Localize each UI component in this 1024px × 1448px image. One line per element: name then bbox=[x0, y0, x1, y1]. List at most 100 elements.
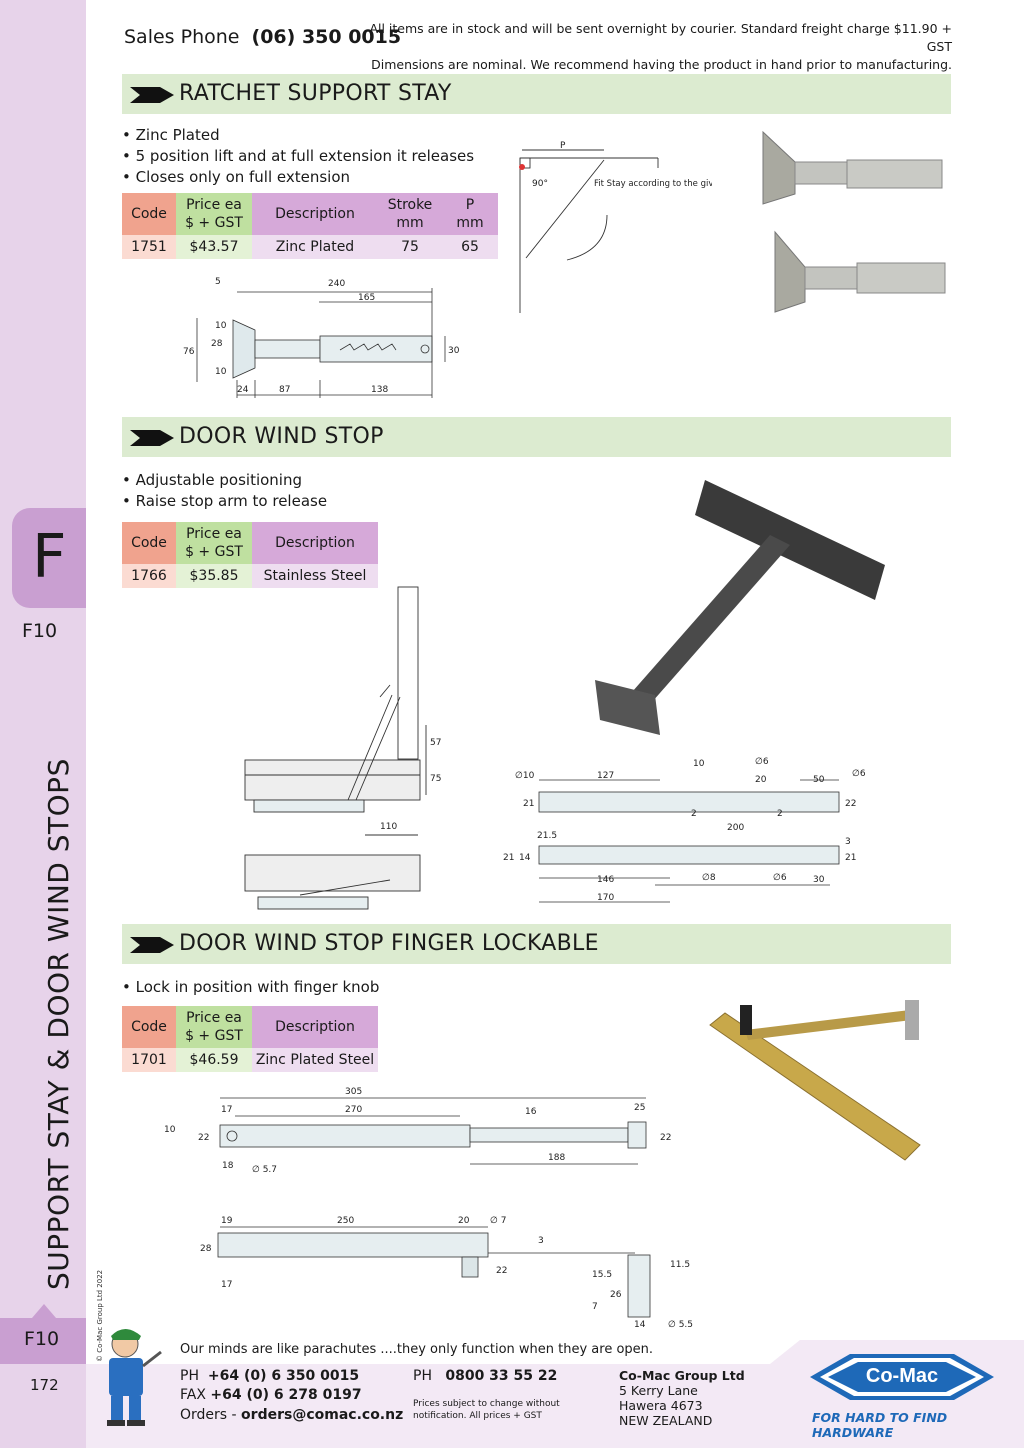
wind-stop-dimension-drawing: ∅10 127 10 ∅6 20 50 ∅6 21 22 2 2 21.5 20… bbox=[503, 757, 866, 903]
dim-label: 270 bbox=[345, 1105, 362, 1115]
header-note-line-1: All items are in stock and will be sent … bbox=[369, 21, 952, 54]
motto: Our minds are like parachutes ....they o… bbox=[180, 1342, 654, 1357]
feature-list: Zinc Plated 5 position lift and at full … bbox=[122, 125, 474, 188]
cell-description: Zinc Plated Steel bbox=[252, 1048, 378, 1072]
pivot-marker bbox=[519, 164, 525, 170]
header-note: All items are in stock and will be sent … bbox=[352, 20, 952, 74]
table-row: 1766 $35.85 Stainless Steel bbox=[122, 564, 378, 588]
dim-label: 11.5 bbox=[670, 1260, 690, 1270]
dim-label: 18 bbox=[222, 1161, 234, 1171]
sales-phone-number[interactable]: (06) 350 0015 bbox=[251, 26, 402, 48]
arrow-icon bbox=[130, 87, 174, 103]
mechanic-mascot-icon bbox=[107, 1329, 162, 1426]
feature-list: Lock in position with finger knob bbox=[122, 977, 380, 998]
dim-label: 3 bbox=[538, 1236, 544, 1246]
feature-item: Closes only on full extension bbox=[122, 167, 474, 188]
dim-label: ∅ 7 bbox=[490, 1216, 506, 1226]
dim-label: 138 bbox=[371, 385, 388, 395]
dim-label: 28 bbox=[211, 339, 223, 349]
dim-label: 28 bbox=[200, 1244, 212, 1254]
dim-label: 22 bbox=[845, 799, 856, 809]
phone-number[interactable]: +64 (0) 6 350 0015 bbox=[207, 1368, 360, 1384]
dim-label: 3 bbox=[845, 837, 851, 847]
dim-label: 22 bbox=[496, 1266, 507, 1276]
price-table: Code Price ea $ + GST Description 1766 $… bbox=[122, 522, 378, 588]
section-letter: F bbox=[32, 522, 67, 592]
freephone-number[interactable]: 0800 33 55 22 bbox=[445, 1368, 558, 1384]
dim-label: 17 bbox=[221, 1105, 232, 1115]
dim-label: 21 bbox=[523, 799, 534, 809]
dim-label: 188 bbox=[548, 1153, 565, 1163]
col-header-stroke: Stroke mm bbox=[378, 193, 442, 235]
orders-email[interactable]: orders@comac.co.nz bbox=[241, 1407, 404, 1423]
col-header-p: P mm bbox=[442, 193, 498, 235]
section-tab[interactable]: F bbox=[12, 508, 86, 608]
finger-lock-side-drawing: 19 250 20 ∅ 7 3 28 22 11.5 15.5 26 7 17 … bbox=[200, 1216, 693, 1330]
fax-number[interactable]: +64 (0) 6 278 0197 bbox=[210, 1387, 362, 1403]
diagram-note: Fit Stay according to the given P dimens… bbox=[594, 179, 712, 189]
price-table: Code Price ea $ + GST Description 1701 $… bbox=[122, 1006, 378, 1072]
cell-price: $35.85 bbox=[176, 564, 252, 588]
col-header-code: Code bbox=[122, 522, 176, 564]
dim-label: 16 bbox=[525, 1107, 537, 1117]
address-line: NEW ZEALAND bbox=[619, 1413, 713, 1428]
cell-code: 1701 bbox=[122, 1048, 176, 1072]
col-header-code: Code bbox=[122, 1006, 176, 1048]
dim-label: 170 bbox=[597, 893, 614, 903]
dim-label: ∅ 5.5 bbox=[668, 1320, 693, 1330]
cell-code: 1766 bbox=[122, 564, 176, 588]
section-title: DOOR WIND STOP bbox=[179, 424, 384, 449]
section-vertical-title: SUPPORT STAY & DOOR WIND STOPS bbox=[42, 758, 75, 1290]
dim-label: 2 bbox=[777, 809, 783, 819]
dim-label: ∅6 bbox=[852, 769, 866, 779]
dim-label: ∅8 bbox=[702, 873, 716, 883]
section-title: DOOR WIND STOP FINGER LOCKABLE bbox=[179, 931, 599, 956]
dim-label: 30 bbox=[813, 875, 825, 885]
dim-label: ∅6 bbox=[773, 873, 787, 883]
sidebar bbox=[0, 0, 86, 1448]
dim-label: ∅ 5.7 bbox=[252, 1165, 277, 1175]
dim-label: 14 bbox=[519, 853, 531, 863]
section-code-bottom: F10 bbox=[24, 1328, 60, 1350]
fax-line: FAX +64 (0) 6 278 0197 bbox=[180, 1387, 362, 1403]
ratchet-p-diagram: P 90° Fit Stay according to the given P … bbox=[519, 141, 712, 313]
header-note-line-2: Dimensions are nominal. We recommend hav… bbox=[371, 57, 952, 72]
dim-label: 10 bbox=[164, 1125, 176, 1135]
cell-stroke: 75 bbox=[378, 235, 442, 259]
dim-label: 146 bbox=[597, 875, 614, 885]
dim-label: ∅6 bbox=[755, 757, 769, 767]
arrow-icon bbox=[130, 430, 174, 446]
dim-label: 20 bbox=[755, 775, 767, 785]
col-header-description: Description bbox=[252, 193, 378, 235]
comac-logo[interactable]: Co-Mac bbox=[810, 1350, 994, 1404]
col-header-description: Description bbox=[252, 1006, 378, 1048]
dim-label: 20 bbox=[458, 1216, 470, 1226]
dim-label: 10 bbox=[215, 321, 227, 331]
dim-label: 76 bbox=[183, 347, 195, 357]
dim-label: 21 bbox=[845, 853, 856, 863]
cell-price: $43.57 bbox=[176, 235, 252, 259]
address-line: 5 Kerry Lane bbox=[619, 1383, 698, 1398]
company-name: Co-Mac Group Ltd bbox=[619, 1368, 745, 1383]
dim-label: 24 bbox=[237, 385, 249, 395]
cell-description: Zinc Plated bbox=[252, 235, 378, 259]
finger-lock-photo bbox=[709, 1000, 921, 1161]
dim-label: 25 bbox=[634, 1103, 645, 1113]
dim-label: 305 bbox=[345, 1087, 362, 1097]
dim-label: 17 bbox=[221, 1280, 232, 1290]
section-code-bottom-tab: F10 bbox=[0, 1318, 86, 1364]
orders-line: Orders - orders@comac.co.nz bbox=[180, 1407, 404, 1423]
wind-stop-install-diagram: 57 75 110 bbox=[244, 586, 441, 910]
ratchet-dimension-drawing: 240 165 5 76 10 28 10 30 24 87 138 bbox=[183, 277, 460, 398]
dim-label: ∅10 bbox=[515, 771, 535, 781]
price-disclaimer: Prices subject to change without notific… bbox=[413, 1399, 560, 1421]
sales-phone-line: Sales Phone (06) 350 0015 bbox=[124, 26, 401, 48]
dim-label: 15.5 bbox=[592, 1270, 612, 1280]
feature-item: Raise stop arm to release bbox=[122, 491, 327, 512]
section-banner-finger-lockable: DOOR WIND STOP FINGER LOCKABLE bbox=[122, 924, 951, 964]
table-row: 1701 $46.59 Zinc Plated Steel bbox=[122, 1048, 378, 1072]
col-header-description: Description bbox=[252, 522, 378, 564]
feature-item: Lock in position with finger knob bbox=[122, 977, 380, 998]
page-number: 172 bbox=[30, 1376, 59, 1394]
dim-label: 21.5 bbox=[537, 831, 557, 841]
